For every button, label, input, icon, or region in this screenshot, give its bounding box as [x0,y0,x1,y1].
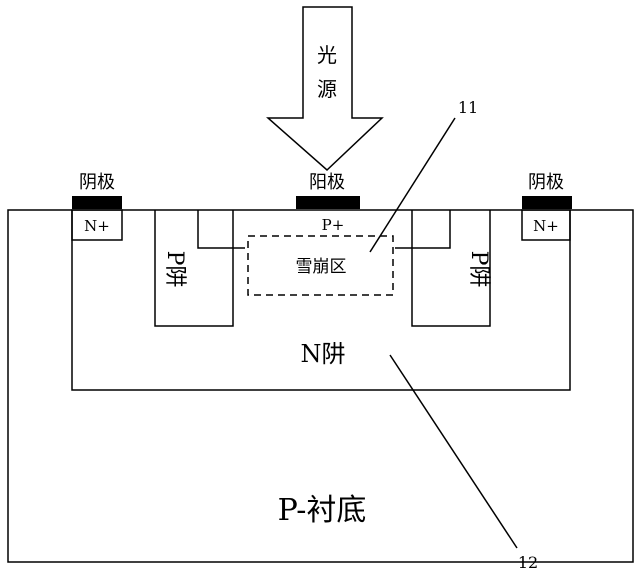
n-plus-left-label: N+ [84,217,110,235]
light-source-label-bottom: 源 [317,77,337,101]
light-source-label-top: 光 [317,43,337,67]
cathode-right-electrode [522,196,572,209]
p-substrate-label: P-衬底 [278,493,367,528]
callout-12-leader [390,355,517,548]
p-plus-label: P+ [322,216,345,234]
callout-11-label: 11 [458,98,478,117]
avalanche-region-label: 雪崩区 [296,257,347,277]
anode-electrode [296,196,360,209]
n-well-label: N阱 [301,340,346,368]
anode-label: 阳极 [309,172,345,193]
p-well-left-label: P阱 [162,251,187,288]
cathode-left-label: 阴极 [79,172,115,193]
cathode-left-electrode [72,196,122,209]
cathode-right-label: 阴极 [528,172,564,193]
n-plus-right-label: N+ [533,217,559,235]
callout-12-label: 12 [518,553,538,572]
p-well-right-label: P阱 [466,251,491,288]
